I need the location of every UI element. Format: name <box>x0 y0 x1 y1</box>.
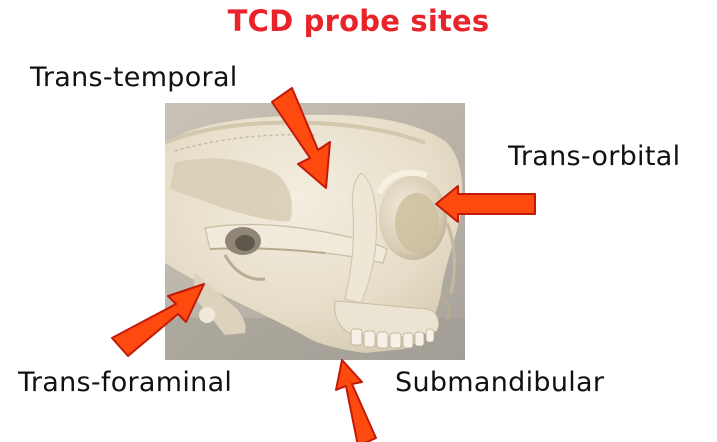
diagram-title: TCD probe sites <box>0 4 717 38</box>
skull-illustration <box>165 103 465 360</box>
label-submandibular: Submandibular <box>395 367 604 398</box>
label-trans-foraminal: Trans-foraminal <box>18 367 232 398</box>
label-trans-orbital: Trans-orbital <box>508 141 680 172</box>
arrow-submandibular <box>336 360 376 442</box>
label-trans-temporal: Trans-temporal <box>30 62 238 93</box>
skull-photo <box>165 103 465 360</box>
